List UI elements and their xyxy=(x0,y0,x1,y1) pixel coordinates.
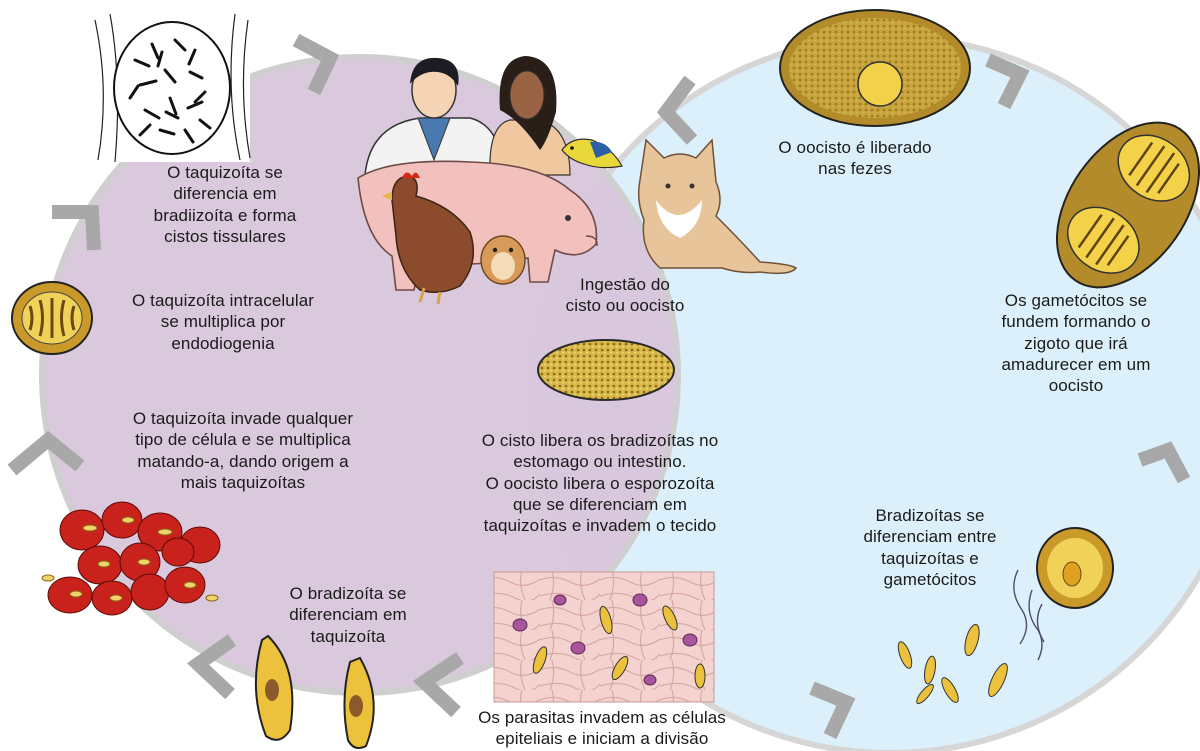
label-cyst-releases: O cisto libera os bradizoítas no estomag… xyxy=(450,430,750,536)
label-tachy-to-brady: O taquizoíta se diferencia em bradiizoít… xyxy=(130,162,320,247)
intracellular-tachyzoites-icon xyxy=(12,282,92,354)
label-ingestion: Ingestão do cisto ou oocisto xyxy=(540,274,710,317)
label-gametocytes-fuse: Os gametócitos se fundem formando o zigo… xyxy=(976,290,1176,396)
epithelial-cells-icon xyxy=(494,572,714,702)
hamster-icon xyxy=(481,236,525,284)
tissue-cyst-drawing-icon xyxy=(92,12,250,162)
label-bradyzoites-differentiate: Bradizoítas se diferenciam entre taquizo… xyxy=(840,505,1020,590)
label-parasites-invade: Os parasitas invadem as células epitelia… xyxy=(432,707,772,750)
label-brady-to-tachy: O bradizoíta se diferenciam em taquizoít… xyxy=(268,583,428,647)
oocyst-icon xyxy=(780,10,970,126)
label-tachy-invades: O taquizoíta invade qualquer tipo de cél… xyxy=(98,408,388,493)
label-oocyst-released: O oocisto é liberado nas fezes xyxy=(755,137,955,180)
bradyzoite-cyst-icon xyxy=(538,340,674,400)
label-tachy-multiplies: O taquizoíta intracelular se multiplica … xyxy=(98,290,348,354)
